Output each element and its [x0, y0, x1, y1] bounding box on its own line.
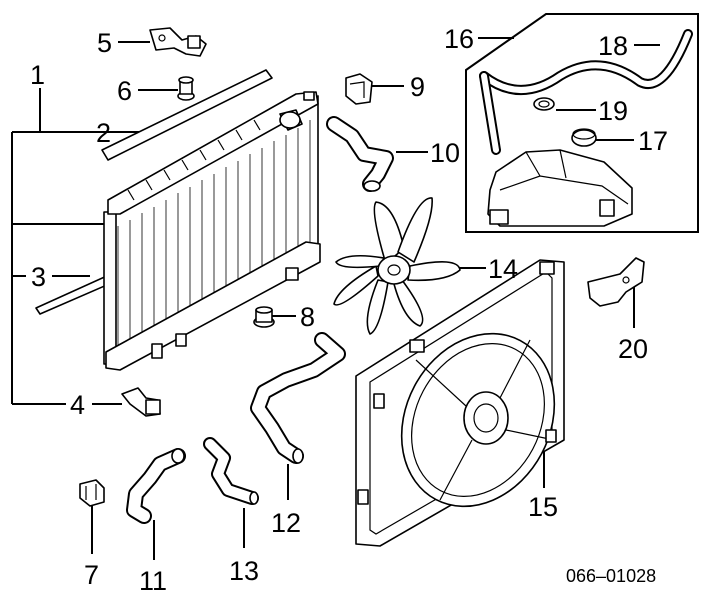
hose-clip: [345, 73, 373, 105]
callout-7: 7: [84, 560, 99, 590]
callout-18: 18: [598, 31, 628, 61]
wire-clip: [79, 479, 105, 507]
callout-20: 20: [618, 334, 648, 364]
lower-hose-b: [203, 437, 259, 505]
callout-5: 5: [97, 28, 112, 58]
radiator-seal-upper: [101, 69, 273, 161]
coolant-reservoir-tank: [487, 149, 633, 227]
lower-radiator-hose: [250, 332, 346, 464]
callout-17: 17: [638, 126, 668, 156]
callout-12: 12: [271, 508, 301, 538]
shroud-bracket: [587, 257, 645, 307]
temperature-sensor: [121, 387, 161, 417]
callout-labels: 1 2 3 4 5 6 7 8 9 10 11 12 13 14 15 16 1…: [30, 24, 668, 596]
callout-4: 4: [70, 390, 85, 420]
reservoir-kit-box: [465, 13, 699, 233]
callout-11: 11: [139, 566, 167, 596]
mount-grommet: [177, 76, 195, 101]
callout-8: 8: [300, 302, 315, 332]
callout-6: 6: [117, 76, 132, 106]
lower-mount-grommet: [253, 306, 275, 328]
callout-10: 10: [430, 138, 460, 168]
callout-14: 14: [488, 254, 518, 284]
cooling-fan: [333, 197, 461, 335]
callout-16: 16: [444, 24, 474, 54]
callout-2: 2: [96, 118, 111, 148]
reservoir-cap: [571, 129, 597, 147]
callout-3: 3: [31, 262, 46, 292]
callout-1: 1: [30, 60, 45, 90]
radiator-bracket: [149, 27, 207, 57]
fan-shroud: [355, 259, 565, 547]
hose-clamp: [533, 97, 555, 111]
callout-15: 15: [528, 492, 558, 522]
radiator: [103, 91, 321, 371]
reference-code: 066–01028: [566, 566, 656, 586]
callout-13: 13: [229, 556, 259, 586]
callout-19: 19: [598, 96, 628, 126]
lower-hose-a: [126, 448, 186, 524]
callout-9: 9: [410, 72, 425, 102]
leader-lines: [11, 37, 660, 560]
upper-radiator-hose: [326, 116, 394, 192]
